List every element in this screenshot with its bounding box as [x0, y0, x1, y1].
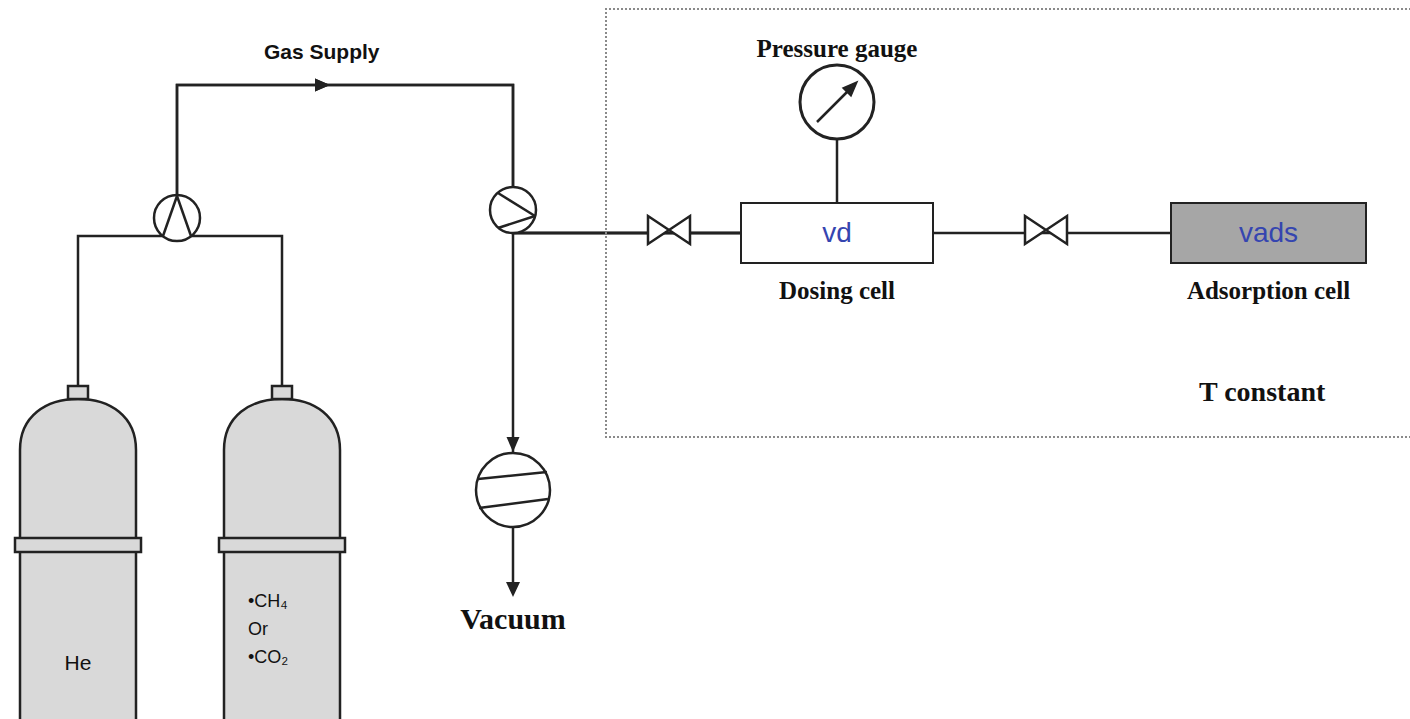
- part-label: Vacuum: [448, 602, 578, 636]
- shutoff-valve: [1025, 216, 1067, 244]
- gas-name: Or: [248, 618, 268, 640]
- shutoff-valve: [648, 216, 690, 244]
- constant-temperature-zone: T constant Pressure gauge vdDosing cell vad…: [605, 8, 1410, 438]
- pipe-path: [513, 233, 740, 452]
- gas-cylinder: He: [14, 386, 142, 719]
- gas-cylinder: •CH₄ Or •CO₂: [218, 386, 346, 719]
- gas-name: He: [14, 650, 142, 675]
- three-way-valve: [490, 187, 536, 233]
- gas-name: •CO₂: [248, 646, 288, 668]
- gas-name: •CH₄: [248, 590, 288, 612]
- flow-arrowhead: [507, 437, 520, 452]
- pressure-gauge: Pressure gauge: [737, 32, 937, 140]
- pipe-path: [177, 85, 740, 386]
- pipe-line: [507, 233, 741, 452]
- adsorption-cell: vadsAdsorption cell: [1170, 202, 1367, 314]
- vacuum-pump: Vacuum: [448, 452, 578, 640]
- volume-symbol: vads: [1170, 202, 1367, 264]
- zone-label: T constant: [1199, 376, 1325, 408]
- line-label: Gas Supply: [262, 40, 382, 64]
- pipe-line: [177, 79, 740, 387]
- pipe-path: [78, 85, 740, 386]
- part-label: Pressure gauge: [737, 34, 937, 63]
- three-way-valve: [154, 195, 200, 241]
- cylinder-outline: [218, 386, 346, 719]
- dosing-cell: vdDosing cell: [740, 202, 934, 314]
- cell-label: Dosing cell: [740, 276, 934, 305]
- volume-symbol: vd: [740, 202, 934, 264]
- flow-arrowhead: [315, 79, 330, 92]
- pipe-line: [837, 140, 838, 202]
- pipe-path: [836, 140, 839, 202]
- cell-label: Adsorption cell: [1170, 276, 1367, 305]
- flow-arrowhead: [315, 79, 330, 92]
